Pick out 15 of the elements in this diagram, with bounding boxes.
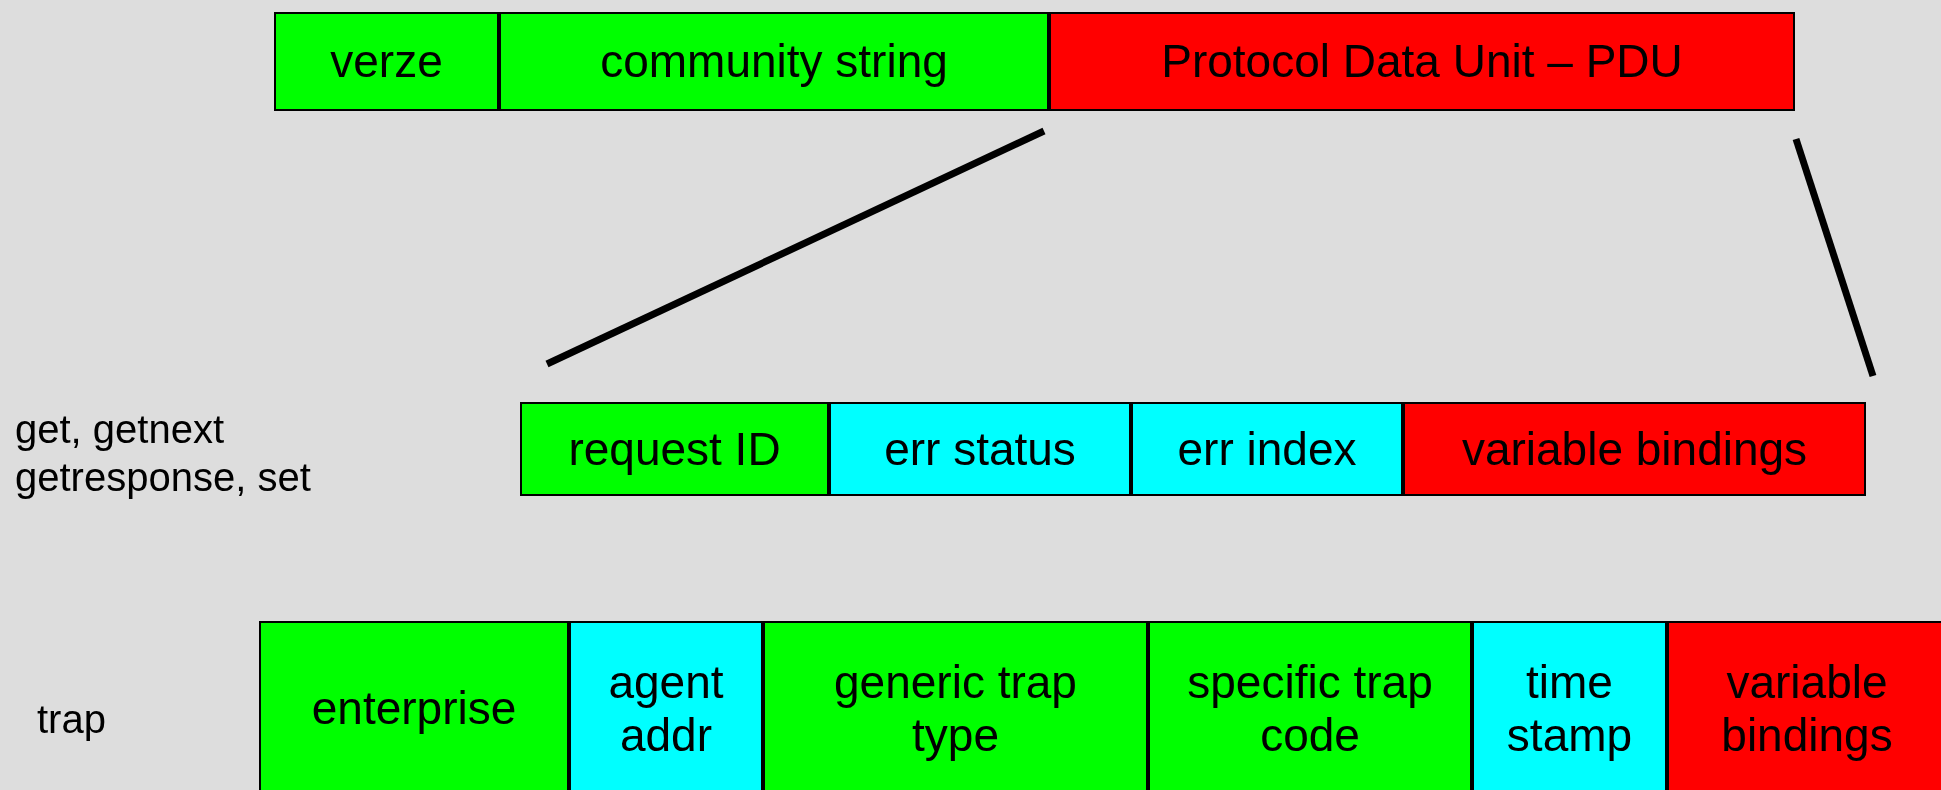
field-cell: specific trap code (1148, 621, 1472, 790)
row-label: get, getnext getresponse, set (15, 406, 312, 501)
field-cell: time stamp (1472, 621, 1667, 790)
field-cell: err index (1131, 402, 1403, 496)
field-cell: Protocol Data Unit – PDU (1049, 12, 1795, 111)
field-cell: variable bindings (1403, 402, 1866, 496)
field-cell: agent addr (569, 621, 763, 790)
row-label: trap (37, 696, 107, 743)
field-cell: request ID (520, 402, 829, 496)
field-cell: community string (499, 12, 1049, 111)
field-cell: verze (274, 12, 499, 111)
field-cell: enterprise (259, 621, 569, 790)
field-cell: generic trap type (763, 621, 1148, 790)
field-cell: err status (829, 402, 1131, 496)
field-cell: variable bindings (1667, 621, 1941, 790)
